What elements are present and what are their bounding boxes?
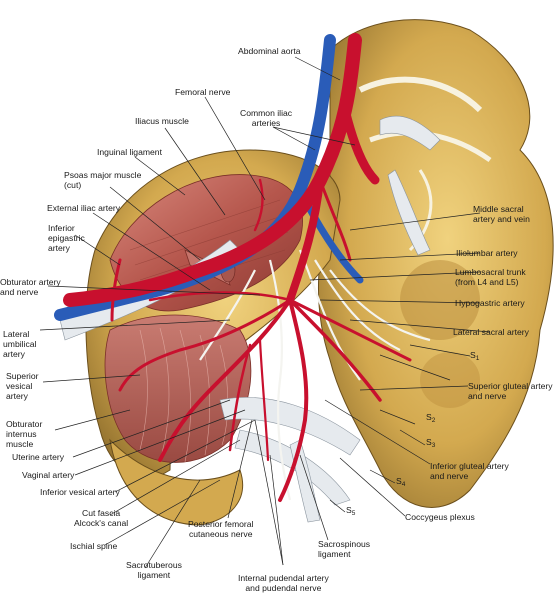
label-hypogastric: Hypogastric artery (455, 298, 525, 308)
label-obturator-artery-nerve: Obturator artery and nerve (0, 277, 61, 297)
label-vaginal-artery: Vaginal artery (22, 470, 75, 480)
label-s4: S4 (396, 476, 406, 488)
label-iliolumbar: Iliolumbar artery (456, 248, 518, 258)
leader-lines (39, 56, 491, 569)
label-psoas-major: Psoas major muscle (cut) (64, 170, 142, 190)
label-superior-gluteal: Superior gluteal artery and nerve (468, 381, 553, 401)
label-lateral-umbilical: Lateral umbilical artery (3, 329, 37, 359)
label-obturator-internus: Obturator internus muscle (6, 419, 43, 449)
label-middle-sacral: Middle sacral artery and vein (473, 204, 530, 224)
label-cut-fascia: Cut fascia Alcock's canal (74, 508, 129, 528)
label-ischial-spine: Ischial spine (70, 541, 118, 551)
label-lateral-sacral: Lateral sacral artery (453, 327, 529, 337)
label-femoral-nerve: Femoral nerve (175, 87, 231, 97)
label-superior-vesical: Superior vesical artery (6, 371, 39, 401)
arteries (63, 33, 412, 502)
label-s2: S2 (426, 412, 436, 424)
label-external-iliac: External iliac artery (47, 203, 121, 213)
label-lumbosacral-trunk: Lumbosacral trunk (from L4 and L5) (455, 267, 526, 287)
label-inguinal-ligament: Inguinal ligament (97, 147, 162, 157)
label-posterior-femoral: Posterior femoral cutaneous nerve (188, 519, 254, 539)
label-inferior-vesical: Inferior vesical artery (40, 487, 120, 497)
label-abdominal-aorta: Abdominal aorta (238, 46, 301, 56)
label-inferior-gluteal: Inferior gluteal artery and nerve (430, 461, 509, 481)
label-internal-pudendal: Internal pudendal artery and pudendal ne… (238, 573, 329, 593)
sacrum-bone (318, 19, 554, 508)
label-s5: S5 (346, 505, 356, 517)
label-sacrotuberous: Sacrotuberous ligament (126, 560, 182, 580)
label-s3: S3 (426, 437, 436, 449)
obturator-internus-muscle (104, 314, 252, 463)
label-common-iliac-arteries: Common iliac arteries (240, 108, 293, 128)
label-coccygeus-plexus: Coccygeus plexus (405, 512, 475, 522)
label-iliacus-muscle: Iliacus muscle (135, 116, 189, 126)
label-sacrospinous: Sacrospinous ligament (318, 539, 371, 559)
label-inferior-epigastric: Inferior epigastric artery (48, 223, 85, 253)
label-s1: S1 (470, 350, 480, 362)
label-uterine-artery: Uterine artery (12, 452, 65, 462)
